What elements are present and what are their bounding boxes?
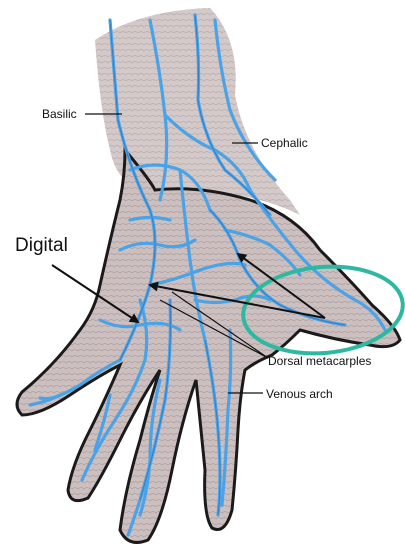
label-basilic: Basilic (42, 107, 77, 121)
label-dorsal-metacarples: Dorsal metacarples (268, 354, 371, 368)
label-venous-arch: Venous arch (266, 387, 333, 401)
label-cephalic: Cephalic (261, 136, 308, 150)
label-digital: Digital (15, 235, 68, 257)
